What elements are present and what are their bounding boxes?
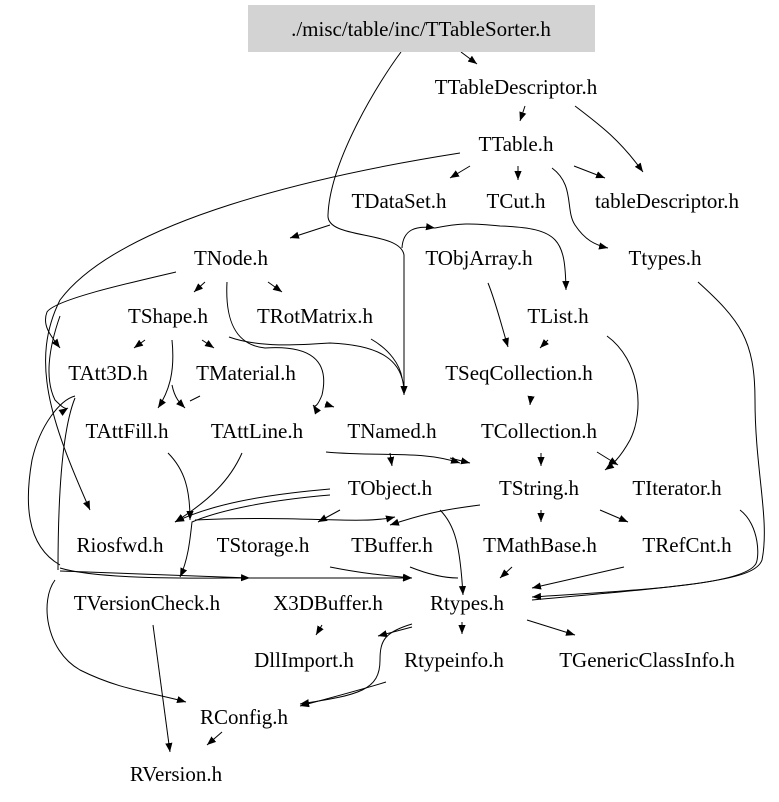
edge-TTable-tableDescriptor — [573, 165, 606, 179]
edge-Rtypes-TGenericClassInfo — [526, 619, 576, 636]
edge-TSeqCollection-TCollection — [527, 395, 535, 406]
edge-Rtypeinfo-RConfig — [299, 681, 387, 708]
node-tattline[interactable]: TAttLine.h — [211, 419, 304, 443]
node-tbuffer[interactable]: TBuffer.h — [351, 533, 433, 557]
edge-TIterator-Rtypes — [531, 509, 759, 601]
node-titerator[interactable]: TIterator.h — [632, 476, 722, 500]
edge-TMathBase-Rtypes — [499, 566, 513, 579]
node-tstorage[interactable]: TStorage.h — [217, 533, 310, 557]
node-tnamed[interactable]: TNamed.h — [347, 419, 437, 443]
edge-TNode-TAtt3D — [45, 271, 177, 349]
node-tlist[interactable]: TList.h — [527, 304, 589, 328]
edge-TObject-Rtypes — [439, 509, 467, 596]
node-tmathbase[interactable]: TMathBase.h — [483, 533, 597, 557]
node-rtypeinfo[interactable]: Rtypeinfo.h — [404, 648, 504, 672]
edge-TList-TIterator — [604, 335, 639, 471]
edge-TNamed-TString — [325, 451, 461, 464]
node-tmaterial[interactable]: TMaterial.h — [196, 361, 296, 385]
edge-TMaterial-TAttLine-b — [324, 400, 335, 408]
edge-TString-TBuffer — [389, 504, 481, 526]
edge-TTable-TDataSet — [449, 165, 471, 179]
edge-TAttFill-Riosfwd — [167, 452, 194, 521]
node-tstring[interactable]: TString.h — [499, 476, 579, 500]
edge-TNode-TRotMatrix — [267, 281, 283, 293]
edge-TTable-Ttypes — [551, 167, 609, 250]
edge-TAtt3D-X3DBuffer — [59, 570, 251, 582]
node-tcut[interactable]: TCut.h — [487, 189, 546, 213]
node-tobject[interactable]: TObject.h — [348, 476, 433, 500]
node-rconfig[interactable]: RConfig.h — [200, 705, 289, 729]
edge-TRotMatrix-TNamed — [370, 338, 403, 379]
edge-TShape-TAttFill — [157, 339, 174, 409]
edge-TNode-TShape — [193, 281, 206, 293]
edge-RConfig-RVersion — [206, 731, 223, 746]
node-ttable[interactable]: TTable.h — [479, 132, 554, 156]
edge-TAtt3D-Riosfwd — [27, 395, 76, 566]
edge-TCollection-TString — [449, 457, 471, 465]
edge-TDataSet-TObjArray — [401, 223, 436, 249]
edge-Riosfwd-RConfig — [46, 579, 187, 704]
edge-TNode-TAttFill — [48, 315, 69, 416]
node-riosfwd[interactable]: Riosfwd.h — [77, 533, 164, 557]
edge-TShape-TAtt3D — [133, 339, 146, 349]
edge-TRefCnt-Rtypes — [531, 566, 625, 590]
node-rtypes[interactable]: Rtypes.h — [430, 591, 505, 615]
edge-root-TTableDescriptor — [460, 51, 478, 65]
edge-TObjArray-TSeqCollection — [487, 282, 509, 348]
edge-TTable-Riosfwd — [45, 152, 461, 511]
root-node-box — [248, 5, 595, 52]
edge-TString-TRefCnt — [599, 509, 629, 523]
edges — [27, 51, 765, 753]
node-tshape[interactable]: TShape.h — [128, 304, 208, 328]
edge-TAttLine-Riosfwd — [174, 452, 243, 523]
node-tdataset[interactable]: TDataSet.h — [351, 189, 447, 213]
node-ttypes[interactable]: Ttypes.h — [629, 246, 702, 270]
edge-TTableDescriptor-TTable — [519, 105, 527, 122]
node-root[interactable]: ./misc/table/inc/TTableSorter.h — [291, 17, 551, 41]
edge-TObject-TBuffer — [194, 515, 396, 523]
node-tattfill[interactable]: TAttFill.h — [86, 419, 169, 443]
edge-TNode-TAttLine — [226, 281, 325, 415]
node-tseqcollection[interactable]: TSeqCollection.h — [445, 361, 593, 385]
edge-TShape-TMaterial — [201, 339, 215, 349]
node-ttabledescriptor[interactable]: TTableDescriptor.h — [435, 75, 598, 99]
edge-TShape-TNamed — [228, 336, 405, 396]
node-trefcnt[interactable]: TRefCnt.h — [642, 533, 732, 557]
nodes: ./misc/table/inc/TTableSorter.h TTableDe… — [68, 5, 740, 786]
edge-TList-TSeqCollection — [539, 339, 549, 349]
node-tgenericclassinfo[interactable]: TGenericClassInfo.h — [559, 648, 735, 672]
edge-TBuffer-Rtypes — [409, 566, 459, 579]
edge-root-TNamed — [327, 51, 408, 395]
node-tobjarray[interactable]: TObjArray.h — [425, 246, 533, 270]
node-dllimport[interactable]: DllImport.h — [254, 648, 354, 672]
node-rversion[interactable]: RVersion.h — [130, 762, 223, 786]
node-tabledescriptor[interactable]: tableDescriptor.h — [595, 189, 740, 213]
node-tnode[interactable]: TNode.h — [194, 246, 269, 270]
edge-TTableDescriptor-tableDescriptor — [574, 105, 644, 173]
node-trotmatrix[interactable]: TRotMatrix.h — [257, 304, 374, 328]
edge-TObject-Riosfwd — [174, 488, 331, 523]
node-tversioncheck[interactable]: TVersionCheck.h — [74, 591, 221, 615]
edge-Rtypes-DllImport — [315, 624, 324, 636]
edge-TNamed-TObject — [387, 452, 395, 467]
edge-TDataSet-TList — [434, 223, 570, 291]
node-x3dbuffer[interactable]: X3DBuffer.h — [273, 591, 383, 615]
edge-TCollection-TIterator — [596, 451, 619, 466]
edge-TMaterial-TAttLine — [189, 395, 201, 402]
edge-TStorage-Rtypes — [329, 566, 413, 581]
edge-TAttFill-cross — [57, 397, 76, 571]
node-tatt3d[interactable]: TAtt3D.h — [68, 361, 148, 385]
edge-TShape-TAttLine — [171, 384, 186, 409]
edge-TVersionCheck-RVersion — [152, 624, 173, 753]
edge-TObject-TVersionCheck — [179, 494, 331, 578]
node-tcollection[interactable]: TCollection.h — [481, 419, 598, 443]
edge-Ttypes-Rtypes — [531, 281, 765, 601]
edge-TDataSet-TNode — [289, 224, 331, 239]
edge-Rtypes-Rtypeinfo-b — [377, 626, 413, 638]
